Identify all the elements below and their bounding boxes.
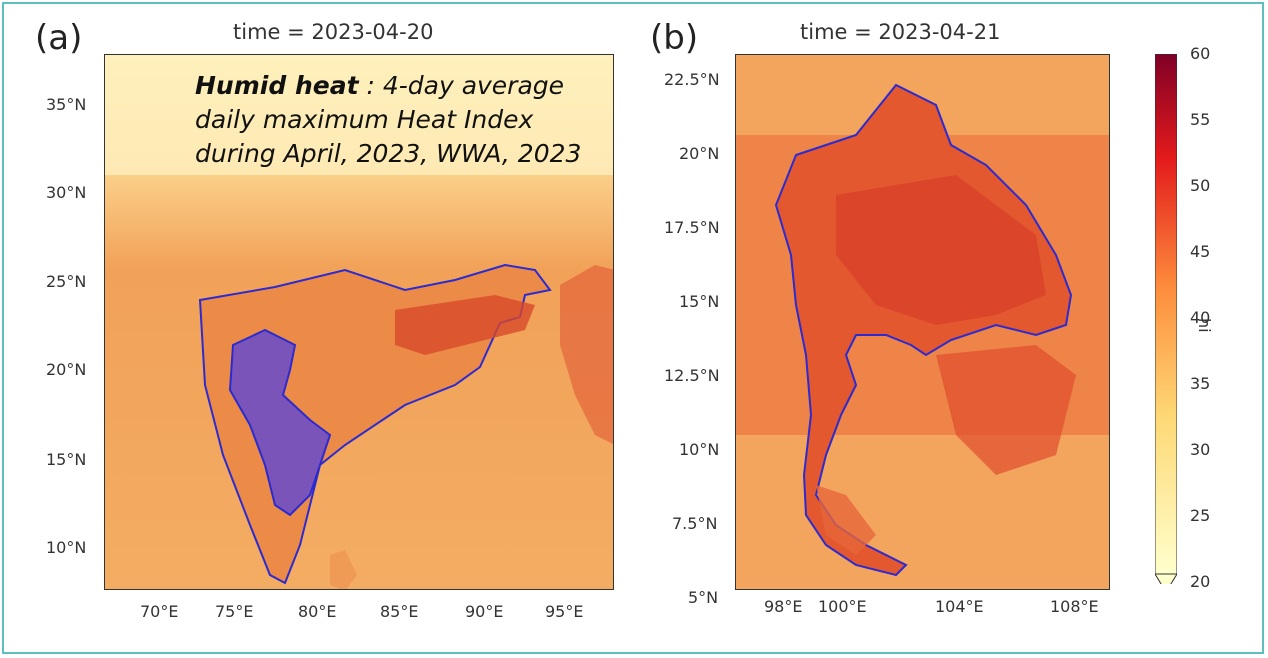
colorbar-label: hi bbox=[1195, 318, 1214, 333]
panel-a-lat-tick: 35°N bbox=[46, 95, 87, 114]
panel-a-lon-tick: 85°E bbox=[380, 602, 419, 621]
panel-a-lat-tick: 25°N bbox=[46, 272, 87, 291]
panel-a-lat-tick: 10°N bbox=[46, 538, 87, 557]
colorbar-tick: 50 bbox=[1190, 176, 1211, 195]
colorbar-tick: 45 bbox=[1190, 242, 1211, 261]
panel-a-lat-tick: 30°N bbox=[46, 183, 87, 202]
panel-a-lon-tick: 95°E bbox=[545, 602, 584, 621]
panel-b-lat-tick: 12.5°N bbox=[664, 366, 720, 385]
panel-b-lat-tick: 5°N bbox=[688, 588, 719, 607]
colorbar-tick: 20 bbox=[1190, 572, 1211, 591]
map-south-asia-svg bbox=[105, 55, 613, 589]
panel-b-lon-tick: 98°E bbox=[764, 597, 803, 616]
annotation-rest: : 4-day average daily maximum Heat Index… bbox=[195, 71, 582, 168]
panel-b-lat-tick: 7.5°N bbox=[672, 514, 718, 533]
panel-b-title: time = 2023-04-21 bbox=[800, 20, 1001, 44]
panel-b-lon-tick: 100°E bbox=[818, 597, 867, 616]
annotation-bold: Humid heat bbox=[195, 71, 359, 100]
panel-b-lon-tick: 104°E bbox=[935, 597, 984, 616]
panel-a-lat-tick: 15°N bbox=[46, 450, 87, 469]
panel-a-lon-tick: 70°E bbox=[140, 602, 179, 621]
panel-b-lat-tick: 17.5°N bbox=[664, 218, 720, 237]
panel-b-lat-tick: 20°N bbox=[679, 144, 720, 163]
map-southeast-asia bbox=[735, 54, 1110, 590]
map-south-asia bbox=[104, 54, 614, 590]
annotation-text: Humid heat : 4-day average daily maximum… bbox=[195, 69, 595, 171]
panel-a-letter: (a) bbox=[35, 18, 83, 58]
panel-b-lon-tick: 108°E bbox=[1050, 597, 1099, 616]
panel-a-lat-tick: 20°N bbox=[46, 360, 87, 379]
panel-a-title: time = 2023-04-20 bbox=[233, 20, 434, 44]
colorbar-tick: 60 bbox=[1190, 44, 1211, 63]
panel-a-lon-tick: 80°E bbox=[298, 602, 337, 621]
colorbar-tick: 30 bbox=[1190, 440, 1211, 459]
panel-a-lon-tick: 75°E bbox=[215, 602, 254, 621]
colorbar bbox=[1155, 54, 1177, 584]
map-southeast-asia-svg bbox=[736, 55, 1109, 589]
colorbar-tick: 55 bbox=[1190, 110, 1211, 129]
colorbar-tick: 40 bbox=[1190, 308, 1211, 327]
panel-b-lat-tick: 15°N bbox=[679, 292, 720, 311]
panel-b-letter: (b) bbox=[650, 18, 699, 58]
colorbar-tick: 25 bbox=[1190, 506, 1211, 525]
panel-b-lat-tick: 10°N bbox=[679, 440, 720, 459]
colorbar-tick: 35 bbox=[1190, 374, 1211, 393]
panel-b-lat-tick: 22.5°N bbox=[664, 70, 720, 89]
panel-a-lon-tick: 90°E bbox=[465, 602, 504, 621]
